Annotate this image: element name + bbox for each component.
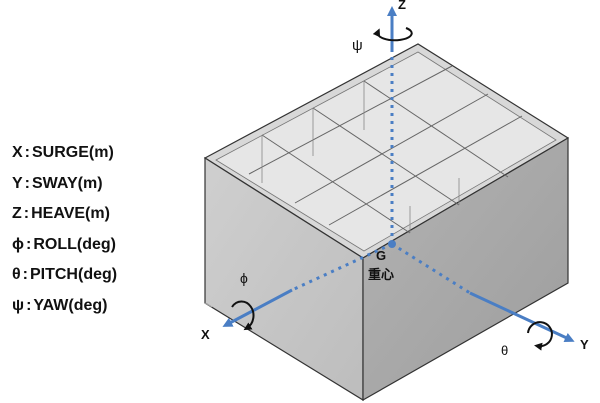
center-caption: 重心 — [368, 267, 394, 282]
x-axis-arrow — [222, 288, 293, 327]
box-right-face — [362, 136, 569, 402]
compartment-grid — [248, 65, 523, 234]
legend-item-sway: Y:SWAY(m) — [12, 169, 117, 200]
pitch-rotation-icon — [527, 321, 553, 351]
axis-z-label: Z — [398, 0, 406, 12]
y-axis-arrow — [469, 291, 575, 343]
legend: X:SURGE(m) Y:SWAY(m) Z:HEAVE(m) ϕ:ROLL(d… — [12, 138, 117, 321]
legend-symbol: Y — [12, 174, 23, 192]
legend-label: PITCH(deg) — [29, 266, 118, 283]
legend-label: ROLL(deg) — [33, 235, 116, 253]
center-label: G — [376, 248, 386, 263]
legend-item-heave: Z:HEAVE(m) — [12, 199, 117, 230]
legend-separator: : — [24, 144, 30, 161]
legend-label: HEAVE(m) — [31, 205, 110, 222]
yaw-label: ψ — [352, 37, 363, 54]
roll-label: ϕ — [240, 270, 248, 286]
hidden-edge — [204, 302, 213, 308]
center-of-gravity-point — [388, 240, 396, 248]
legend-item-roll: ϕ:ROLL(deg) — [12, 230, 117, 261]
legend-label: SURGE(m) — [32, 144, 114, 161]
legend-item-yaw: ψ:YAW(deg) — [12, 291, 117, 322]
legend-symbol: Z — [12, 205, 22, 222]
legend-symbol: X — [12, 144, 23, 161]
hidden-axes — [291, 52, 471, 295]
legend-symbol: ψ — [12, 296, 25, 314]
roll-rotation-icon — [231, 300, 255, 331]
compartment-walls — [261, 81, 460, 233]
legend-symbol: θ — [12, 266, 21, 283]
axis-y-label: Y — [580, 337, 589, 352]
legend-separator: : — [26, 235, 32, 253]
legend-separator: : — [26, 296, 32, 314]
legend-symbol: ϕ — [12, 235, 24, 253]
legend-item-surge: X:SURGE(m) — [12, 138, 117, 169]
legend-label: SWAY(m) — [32, 174, 103, 192]
legend-label: YAW(deg) — [33, 296, 108, 314]
legend-separator: : — [23, 205, 30, 222]
yaw-rotation-icon — [372, 27, 413, 42]
pitch-label: θ — [501, 343, 508, 358]
legend-separator: : — [24, 174, 30, 192]
legend-separator: : — [22, 266, 28, 283]
legend-item-pitch: θ:PITCH(deg) — [12, 260, 117, 291]
axis-x-label: X — [201, 327, 210, 342]
